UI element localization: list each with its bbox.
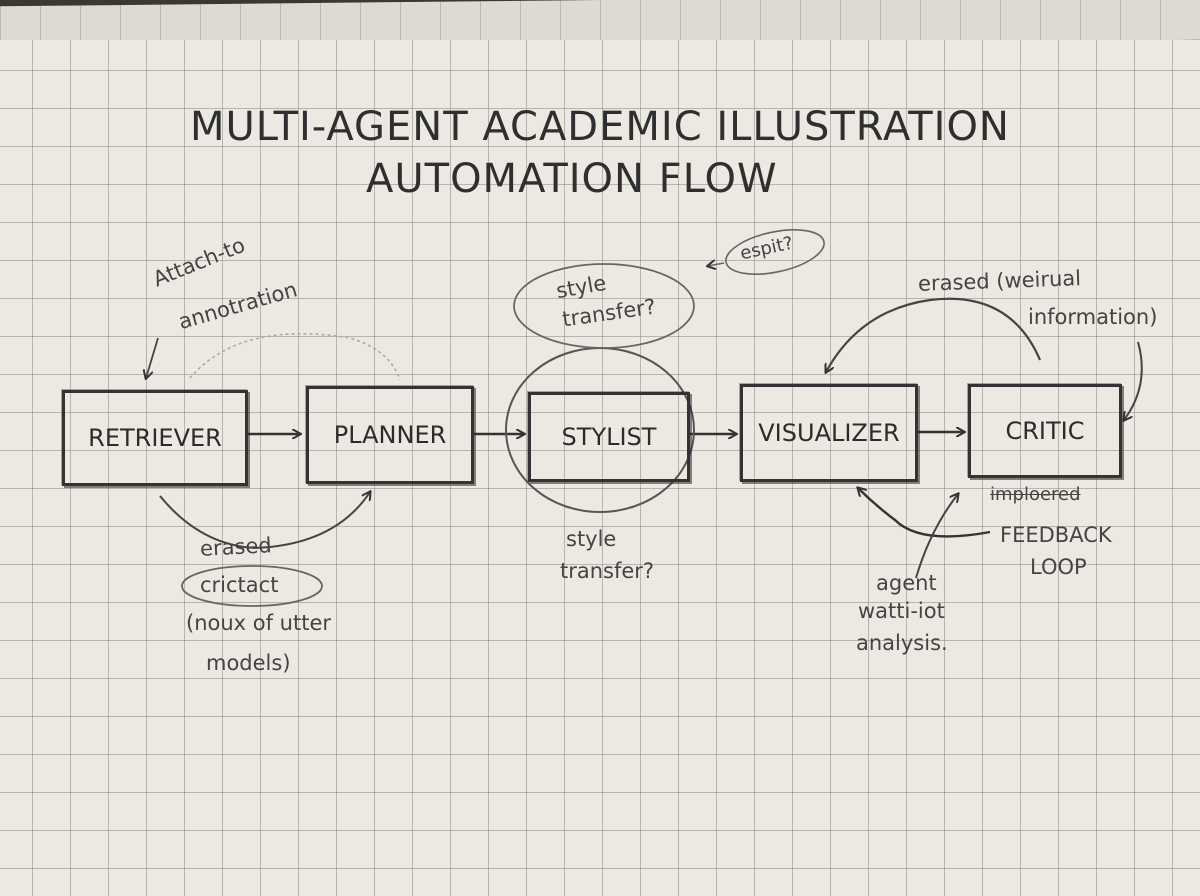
feedback-loop-line-2: LOOP	[1030, 555, 1087, 579]
erased-artifact-line-3: (noux of utter	[186, 611, 332, 635]
node-label: PLANNER	[333, 421, 447, 449]
title-line-1: MULTI-AGENT ACADEMIC ILLUSTRATION	[190, 104, 1010, 150]
style-transfer-oval	[513, 263, 695, 349]
node-planner: PLANNER	[306, 386, 474, 484]
erased-artifact-line-4: models)	[206, 651, 291, 675]
espit-oval	[725, 229, 825, 275]
attach-arrow	[146, 337, 159, 378]
curve-retriever-planner	[159, 492, 370, 550]
agent-note-line-1: agent	[876, 571, 937, 595]
erased-artifact-line-1: erased	[199, 533, 273, 561]
style-transfer-bottom-line-2: transfer?	[560, 559, 655, 583]
node-label: CRITIC	[1005, 417, 1085, 445]
grid-paper	[0, 40, 1200, 896]
node-stylist: STYLIST	[528, 392, 690, 482]
node-label: RETRIEVER	[88, 424, 222, 452]
node-retriever: RETRIEVER	[62, 390, 248, 486]
erased-artifact-line-2: crictact	[200, 573, 279, 597]
agent-note-line-3: analysis.	[856, 631, 948, 655]
style-transfer-bottom-line-1: style	[566, 527, 617, 551]
node-label: VISUALIZER	[758, 419, 900, 447]
node-label: STYLIST	[561, 423, 657, 451]
curve-feedback-loop	[858, 488, 991, 538]
struck-word: imploered	[990, 484, 1081, 505]
erased-info-line-2: information)	[1028, 305, 1158, 329]
title-line-2: AUTOMATION FLOW	[366, 156, 778, 202]
curve-critic-visualizer	[826, 297, 1042, 372]
node-critic: CRITIC	[968, 384, 1122, 478]
erased-artifact-oval	[181, 565, 323, 607]
node-visualizer: VISUALIZER	[740, 384, 918, 482]
feedback-loop-line-1: FEEDBACK	[1000, 523, 1112, 547]
agent-note-line-2: watti-iot	[858, 599, 945, 623]
erased-info-line-1: erased (weirual	[917, 266, 1082, 296]
agent-arrow	[915, 494, 958, 579]
